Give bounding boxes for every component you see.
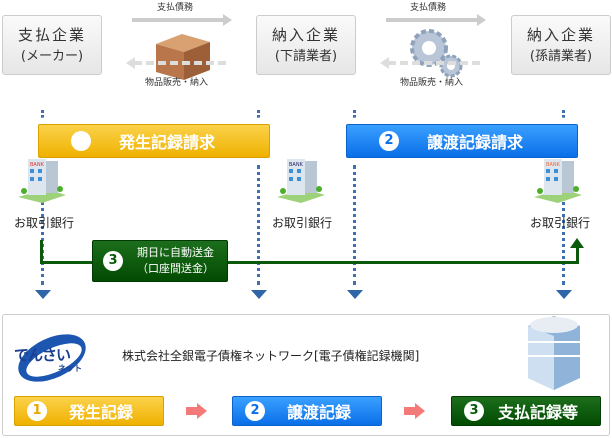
number-badge: 3 (464, 401, 484, 421)
dotted-line (562, 110, 565, 118)
dotted-line (257, 110, 260, 118)
flow-label-goods: 物品販売・納入 (400, 78, 464, 88)
step-transfer: 2 譲渡記録 (232, 396, 382, 426)
step-issuance: 1 発生記録 (14, 396, 164, 426)
dotted-line (353, 165, 356, 285)
step-payment: 3 支払記録等 (451, 396, 601, 426)
gears-icon (410, 29, 463, 78)
auto-transfer-box: 3 期日に自動送金 （口座間送金） (92, 240, 228, 282)
arrow-down-icon (347, 290, 363, 299)
step-label: 譲渡記録 (287, 403, 352, 422)
bank-label: お取引銀行 (272, 216, 333, 230)
svg-text:BANK: BANK (546, 162, 561, 168)
office-building-icon (528, 316, 580, 390)
company-supplier: 納入企業(下請業者) (256, 15, 356, 75)
svg-text:BANK: BANK (30, 162, 45, 168)
bank-label: お取引銀行 (530, 216, 591, 230)
company-payer: 支払企業(メーカー) (2, 15, 102, 75)
bank-building-icon: BANK (18, 159, 66, 203)
transfer-line (576, 248, 579, 264)
arrow-right-icon (386, 14, 486, 26)
number-badge: 3 (103, 251, 123, 271)
request-transfer: 2 譲渡記録請求 (346, 124, 578, 158)
densai-logo: でんさい ネット (12, 330, 90, 386)
number-badge: 1 (27, 401, 47, 421)
transfer-line2: （口座間送金） (137, 262, 214, 275)
request-issuance: 1 発生記録請求 (38, 124, 270, 158)
flow-label-debt: 支払債務 (410, 3, 447, 13)
arrow-down-icon (251, 290, 267, 299)
arrow-down-icon (556, 290, 572, 299)
bank-label: お取引銀行 (14, 216, 75, 230)
arrow-right-icon (404, 403, 425, 419)
dotted-line (41, 165, 44, 285)
dashed-arrow-left-icon (126, 57, 226, 69)
dotted-line (353, 110, 356, 118)
arrow-up-icon (570, 238, 584, 248)
dotted-line (257, 165, 260, 285)
number-badge: 2 (379, 131, 399, 151)
bank-building-icon: BANK (534, 159, 582, 203)
densai-network-panel (2, 314, 610, 436)
transfer-line (40, 240, 43, 264)
svg-text:BANK: BANK (289, 162, 304, 168)
dotted-line (41, 110, 44, 118)
request-label: 発生記録請求 (119, 133, 216, 152)
arrow-right-icon (186, 403, 207, 419)
step-label: 発生記録 (69, 403, 134, 422)
number-badge: 2 (245, 401, 265, 421)
company-subsupplier: 納入企業(孫請業者) (511, 15, 611, 75)
step-label: 支払記録等 (498, 403, 579, 422)
bank-building-icon: BANK (277, 159, 325, 203)
dotted-line (562, 165, 565, 285)
request-label: 譲渡記録請求 (427, 133, 524, 152)
flow-label-debt: 支払債務 (157, 3, 194, 13)
arrow-down-icon (35, 290, 51, 299)
network-title: 株式会社全銀電子債権ネットワーク[電子債権記録機関] (122, 349, 420, 363)
transfer-line1: 期日に自動送金 (137, 246, 214, 259)
flow-label-goods: 物品販売・納入 (145, 78, 209, 88)
transfer-line (40, 261, 579, 264)
number-badge: 1 (71, 131, 91, 151)
arrow-right-icon (132, 14, 232, 26)
dashed-arrow-left-icon (380, 57, 480, 69)
